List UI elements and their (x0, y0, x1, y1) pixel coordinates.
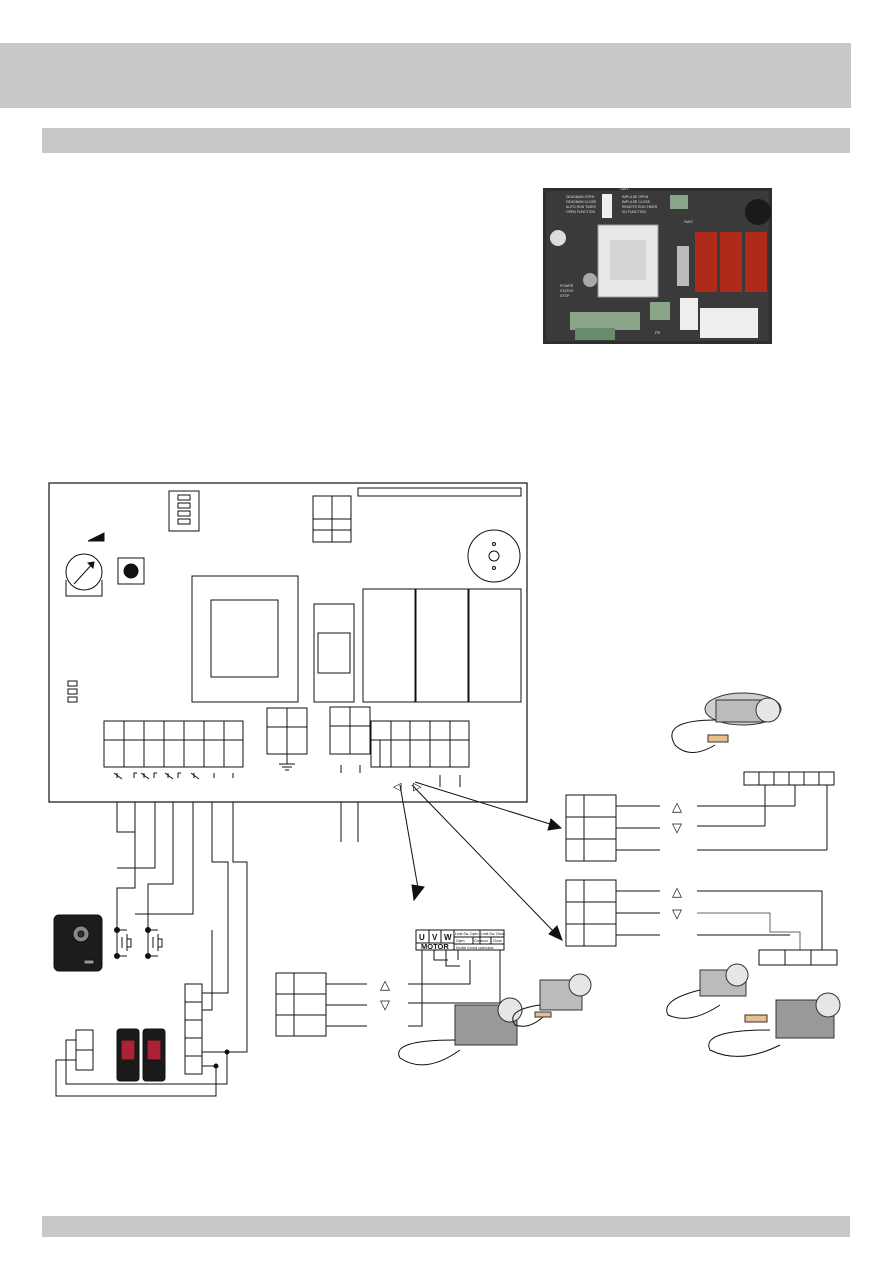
double-control-label: Double Control open/close (456, 946, 494, 950)
motor-v-label: V (432, 933, 438, 942)
arrow-head-3 (547, 818, 563, 831)
down-symbol-a: ▽ (672, 820, 682, 835)
pcb-sw1-label: SW1 (620, 186, 629, 191)
arrow-head-2 (548, 925, 563, 941)
photocell-rx-terminal (184, 983, 203, 1075)
tubular-motor-icon-3 (398, 973, 592, 1066)
pcb-dip-label-4: OPEN FUNCTION (566, 210, 595, 214)
ramp-icon (87, 532, 105, 542)
pcb-side-label-1: POWER (560, 284, 574, 288)
pcb-dip-label-r4: 3/4 FUNCTION (622, 210, 646, 214)
common-label: Common (474, 939, 488, 943)
arrow-right-symbol: ▷ (413, 781, 422, 793)
footer-bar (42, 1216, 850, 1237)
up-symbol-c: △ (380, 977, 390, 992)
board-outline (48, 482, 528, 803)
motor-w-label: W (444, 933, 452, 942)
transformer (191, 575, 299, 703)
limit-sw-open-label: Limit Sw. Open (455, 932, 479, 936)
terminal-strip-motor (370, 720, 470, 768)
pcb-dip-label-1: DEADMAN OPEN (566, 195, 595, 199)
key-switch-icon (53, 914, 103, 972)
limit-switch-terminal-b (758, 949, 838, 966)
close-label: Close (493, 939, 502, 943)
dip-switch (168, 490, 200, 532)
tubular-motor-icon-2 (666, 963, 841, 1057)
board-title-bar (357, 487, 522, 497)
pcb-dip-label-r3: REMOTE RUN TIMER (622, 205, 658, 209)
up-symbol-b: △ (672, 884, 682, 899)
motor-u-label: U (419, 933, 425, 942)
pcb-side-label-2: STATUS (560, 289, 574, 293)
pcb-dip-label-r2: IMPULSE CLOSE (622, 200, 651, 204)
arrow-left-symbol: ◁ (393, 781, 402, 793)
push-button (117, 557, 145, 585)
motor-title-label: MOTOR (421, 942, 449, 951)
section-bar (42, 128, 850, 153)
buzzer-icon (467, 529, 521, 583)
arrow-head-1 (411, 884, 425, 902)
potentiometer-icon (65, 580, 103, 597)
tubular-motor-icon-1 (671, 692, 782, 753)
led-3 (67, 696, 78, 703)
fuse-holder (313, 603, 355, 703)
pcb-dip-label-2: DEADMAN CLOSE (566, 200, 597, 204)
pcb-sw2-label: SW2 (684, 219, 693, 224)
open-label: Open (456, 939, 465, 943)
pcb-dip-label-3: AUTO RUN TIMER (566, 205, 596, 209)
pcb-side-label-3: STOP (560, 294, 570, 298)
pcb-dip-label-r1: IMPULSE OPEN (622, 195, 649, 199)
motor-label-box (415, 929, 505, 951)
pcb-pe-label: PE (655, 330, 661, 335)
header-bar (0, 43, 851, 108)
led-2 (67, 688, 78, 695)
up-symbol-a: △ (672, 799, 682, 814)
down-symbol-c: ▽ (380, 997, 390, 1012)
terminal-strip-left (103, 720, 244, 768)
led-1 (67, 680, 78, 687)
down-symbol-b: ▽ (672, 906, 682, 921)
limit-sw-close-label: Limit Sw. Close (481, 932, 505, 936)
